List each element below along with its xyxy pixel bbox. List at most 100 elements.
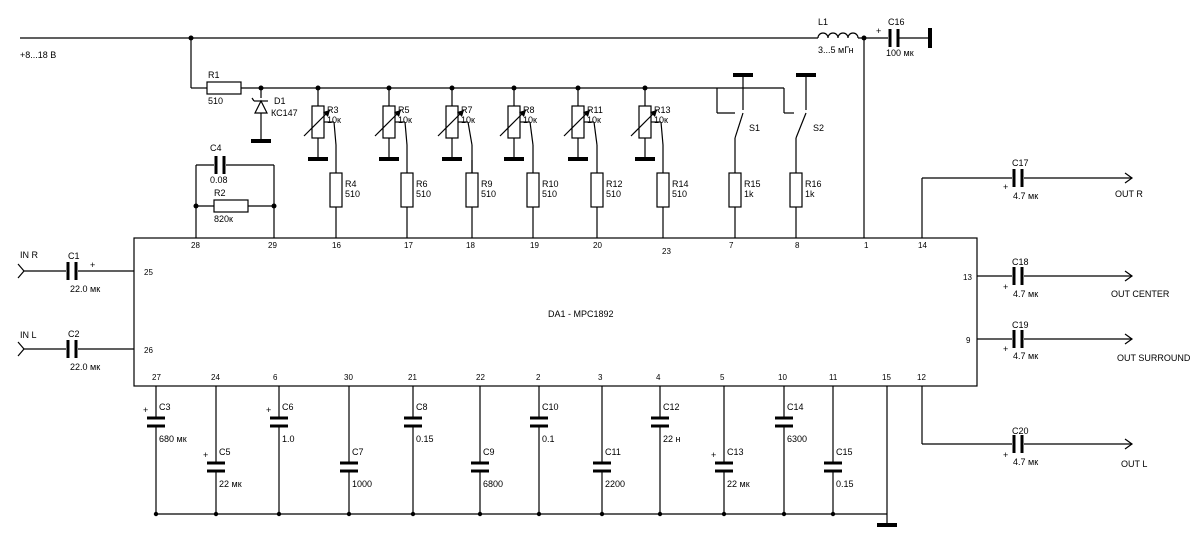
svg-text:6: 6 <box>273 373 278 382</box>
svg-text:10к: 10к <box>523 115 537 125</box>
svg-text:OUT R: OUT R <box>1115 189 1143 199</box>
svg-text:12: 12 <box>917 373 926 382</box>
svg-text:15: 15 <box>882 373 891 382</box>
svg-text:21: 21 <box>408 373 417 382</box>
svg-text:IN L: IN L <box>20 330 37 340</box>
svg-text:C10: C10 <box>542 402 559 412</box>
resistor-r16: R16 1k <box>789 172 822 238</box>
svg-text:D1: D1 <box>274 96 286 106</box>
svg-text:4.7 мк: 4.7 мк <box>1013 457 1038 467</box>
svg-text:10к: 10к <box>461 115 475 125</box>
svg-text:C11: C11 <box>605 447 621 457</box>
feedback-network: C4 0.08 R2 820к <box>193 143 277 238</box>
svg-text:19: 19 <box>530 241 539 250</box>
svg-text:+: + <box>90 260 95 270</box>
svg-text:+: + <box>876 26 881 36</box>
svg-text:+: + <box>1003 450 1008 460</box>
svg-text:22 мк: 22 мк <box>727 479 750 489</box>
svg-text:0.08: 0.08 <box>210 175 228 185</box>
svg-text:R1: R1 <box>208 70 220 80</box>
svg-text:C6: C6 <box>282 402 294 412</box>
svg-text:C9: C9 <box>483 447 495 457</box>
svg-text:22: 22 <box>476 373 485 382</box>
svg-text:R10: R10 <box>542 179 559 189</box>
svg-text:L1: L1 <box>818 17 828 27</box>
svg-text:R7: R7 <box>461 105 473 115</box>
svg-text:29: 29 <box>268 241 277 250</box>
svg-text:27: 27 <box>152 373 161 382</box>
svg-text:820к: 820к <box>214 214 233 224</box>
svg-text:3...5 мГн: 3...5 мГн <box>818 45 854 55</box>
svg-text:1000: 1000 <box>352 479 372 489</box>
svg-text:510: 510 <box>481 189 496 199</box>
svg-text:4.7 мк: 4.7 мк <box>1013 289 1038 299</box>
svg-text:22.0 мк: 22.0 мк <box>70 362 100 372</box>
svg-text:17: 17 <box>404 241 413 250</box>
switch-s2: S2 <box>783 73 824 173</box>
svg-text:C14: C14 <box>787 402 804 412</box>
svg-text:C5: C5 <box>219 447 231 457</box>
svg-text:R3: R3 <box>327 105 339 115</box>
svg-text:C4: C4 <box>210 143 222 153</box>
svg-text:7: 7 <box>729 241 734 250</box>
svg-text:100 мк: 100 мк <box>886 48 914 58</box>
input-l: IN L C2 22.0 мк <box>17 329 134 372</box>
svg-text:510: 510 <box>542 189 557 199</box>
resistor-r1: R1 510 <box>206 70 242 106</box>
svg-text:510: 510 <box>345 189 360 199</box>
inductor-l1: L1 3...5 мГн <box>817 17 859 55</box>
svg-text:КС147: КС147 <box>271 108 298 118</box>
svg-text:6800: 6800 <box>483 479 503 489</box>
svg-text:+: + <box>143 405 148 415</box>
svg-text:4: 4 <box>656 373 661 382</box>
svg-text:30: 30 <box>344 373 353 382</box>
svg-text:20: 20 <box>593 241 602 250</box>
svg-text:C19: C19 <box>1012 320 1029 330</box>
svg-text:R16: R16 <box>805 179 822 189</box>
svg-text:R11: R11 <box>587 105 603 115</box>
svg-text:+: + <box>266 405 271 415</box>
svg-text:1k: 1k <box>744 189 754 199</box>
ic-da1 <box>133 237 978 387</box>
svg-text:R15: R15 <box>744 179 761 189</box>
svg-text:C20: C20 <box>1012 426 1029 436</box>
capacitor-c11: C11 2200 <box>593 386 625 517</box>
svg-text:R12: R12 <box>606 179 623 189</box>
svg-text:+: + <box>1003 182 1008 192</box>
svg-text:1: 1 <box>864 241 869 250</box>
svg-text:22 н: 22 н <box>663 434 681 444</box>
svg-text:510: 510 <box>208 96 223 106</box>
svg-text:3: 3 <box>598 373 603 382</box>
svg-text:22 мк: 22 мк <box>219 479 242 489</box>
svg-text:510: 510 <box>606 189 621 199</box>
svg-text:+: + <box>1003 344 1008 354</box>
svg-text:0.1: 0.1 <box>542 434 555 444</box>
svg-text:R5: R5 <box>398 105 410 115</box>
svg-text:10к: 10к <box>587 115 601 125</box>
svg-text:510: 510 <box>416 189 431 199</box>
svg-text:R2: R2 <box>214 188 226 198</box>
svg-text:1.0: 1.0 <box>282 434 295 444</box>
svg-text:+: + <box>711 450 716 460</box>
svg-text:C17: C17 <box>1012 158 1029 168</box>
svg-text:2200: 2200 <box>605 479 625 489</box>
svg-text:R9: R9 <box>481 179 493 189</box>
svg-text:OUT SURROUND: OUT SURROUND <box>1117 353 1191 363</box>
svg-text:25: 25 <box>144 268 153 277</box>
output-r: C17 + 4.7 мк OUT R <box>921 158 1143 238</box>
svg-text:IN R: IN R <box>20 250 39 260</box>
